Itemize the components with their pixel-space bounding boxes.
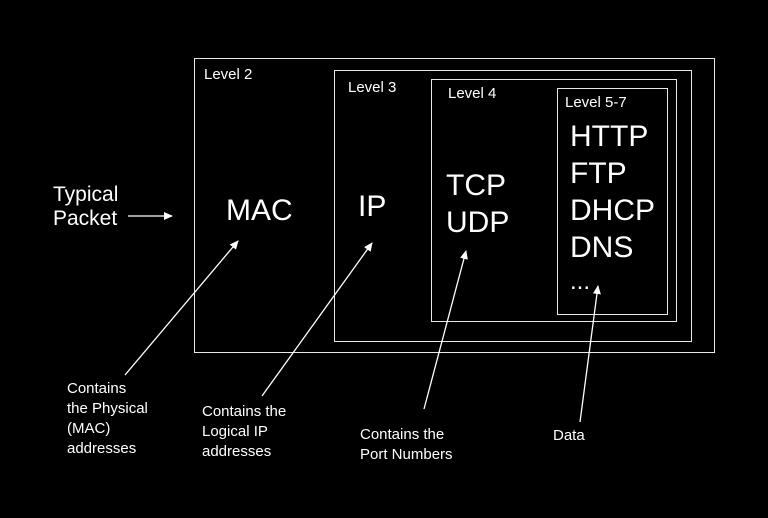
note-level-2: Contains the Physical (MAC) addresses (67, 380, 148, 457)
level-2-label: Level 2 (204, 66, 253, 83)
level-5-7-box (557, 88, 668, 315)
protocol-dhcp: DHCP (570, 194, 656, 227)
protocol-ftp: FTP (570, 157, 627, 190)
packet-label-line2: Packet (53, 207, 118, 230)
protocol-tcp: TCP (446, 169, 506, 202)
note-level-4: Contains the Port Numbers (360, 426, 453, 463)
level-3-box (334, 70, 692, 342)
protocol-mac: MAC (226, 194, 293, 227)
protocol-ellipsis: ... (570, 268, 591, 295)
note-level-5-7: Data (553, 427, 585, 444)
packet-label-line1: Typical (53, 183, 119, 206)
level-4-box (431, 79, 677, 322)
protocol-ip: IP (358, 190, 387, 223)
level-4-label: Level 4 (448, 85, 497, 102)
protocol-http: HTTP (570, 120, 649, 153)
protocol-dns: DNS (570, 231, 634, 264)
arrow-to-ip (261, 242, 373, 397)
arrow-to-data (579, 285, 601, 423)
arrow-to-tcp-udp (423, 250, 468, 410)
level-2-box (194, 58, 715, 353)
level-3-label: Level 3 (348, 79, 397, 96)
level-5-7-label: Level 5-7 (565, 94, 627, 111)
protocol-udp: UDP (446, 206, 510, 239)
arrow-to-mac (124, 240, 239, 376)
note-level-3: Contains the Logical IP addresses (202, 403, 287, 460)
